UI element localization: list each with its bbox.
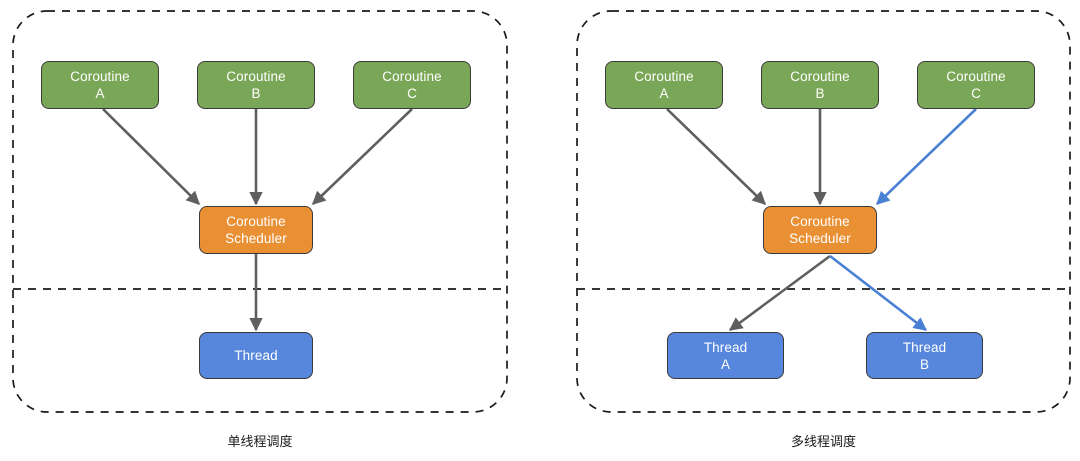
- node-label-line2: A: [659, 86, 669, 101]
- node-coroutine-c-left[interactable]: Coroutine C: [353, 61, 471, 109]
- node-thread-a-right[interactable]: Thread A: [667, 332, 784, 379]
- node-label-line2: Scheduler: [225, 231, 287, 246]
- node-coroutine-scheduler-right[interactable]: Coroutine Scheduler: [763, 206, 877, 254]
- node-coroutine-scheduler-left[interactable]: Coroutine Scheduler: [199, 206, 313, 254]
- node-label-line1: Thread: [703, 339, 748, 355]
- node-label-line2: C: [971, 86, 981, 101]
- node-coroutine-b-right[interactable]: Coroutine B: [761, 61, 879, 109]
- node-label-line2: A: [95, 86, 105, 101]
- node-label-line1: Thread: [902, 339, 947, 355]
- node-label-line1: Thread: [234, 348, 278, 363]
- panel-container-right: [576, 10, 1071, 413]
- node-coroutine-a-left[interactable]: Coroutine A: [41, 61, 159, 109]
- node-label-line1: Coroutine: [70, 69, 130, 84]
- node-thread-b-right[interactable]: Thread B: [866, 332, 983, 379]
- node-coroutine-c-right[interactable]: Coroutine C: [917, 61, 1035, 109]
- edge-scheduler-to-thread-b-right: [829, 254, 928, 332]
- node-label-line1: Coroutine: [790, 214, 850, 229]
- panel-container-left: [12, 10, 508, 413]
- edge-coroutine-c-to-scheduler-right: [876, 108, 977, 205]
- node-label-line2: C: [407, 86, 417, 101]
- edge-coroutine-a-to-scheduler-left: [102, 108, 200, 205]
- node-label-line1: Coroutine: [382, 69, 442, 84]
- node-label-line1: Coroutine: [226, 214, 286, 229]
- node-label-line2: Scheduler: [789, 231, 851, 246]
- node-label-line1: Coroutine: [634, 69, 694, 84]
- node-thread-left[interactable]: Thread: [199, 332, 313, 379]
- node-label-line1: Coroutine: [946, 69, 1006, 84]
- node-coroutine-b-left[interactable]: Coroutine B: [197, 61, 315, 109]
- node-label-line2: B: [919, 356, 930, 372]
- caption-multi-thread: 多线程调度: [790, 435, 856, 450]
- node-coroutine-a-right[interactable]: Coroutine A: [605, 61, 723, 109]
- caption-single-thread: 单线程调度: [227, 435, 293, 450]
- node-label-line2: B: [251, 86, 261, 101]
- node-label-line2: A: [720, 356, 731, 372]
- edge-scheduler-to-thread-a-right: [728, 254, 831, 332]
- node-label-line1: Coroutine: [790, 69, 850, 84]
- node-label-line2: B: [815, 86, 825, 101]
- edge-coroutine-a-to-scheduler-right: [666, 108, 766, 205]
- node-label-line1: Coroutine: [226, 69, 286, 84]
- edge-coroutine-c-to-scheduler-left: [312, 108, 413, 205]
